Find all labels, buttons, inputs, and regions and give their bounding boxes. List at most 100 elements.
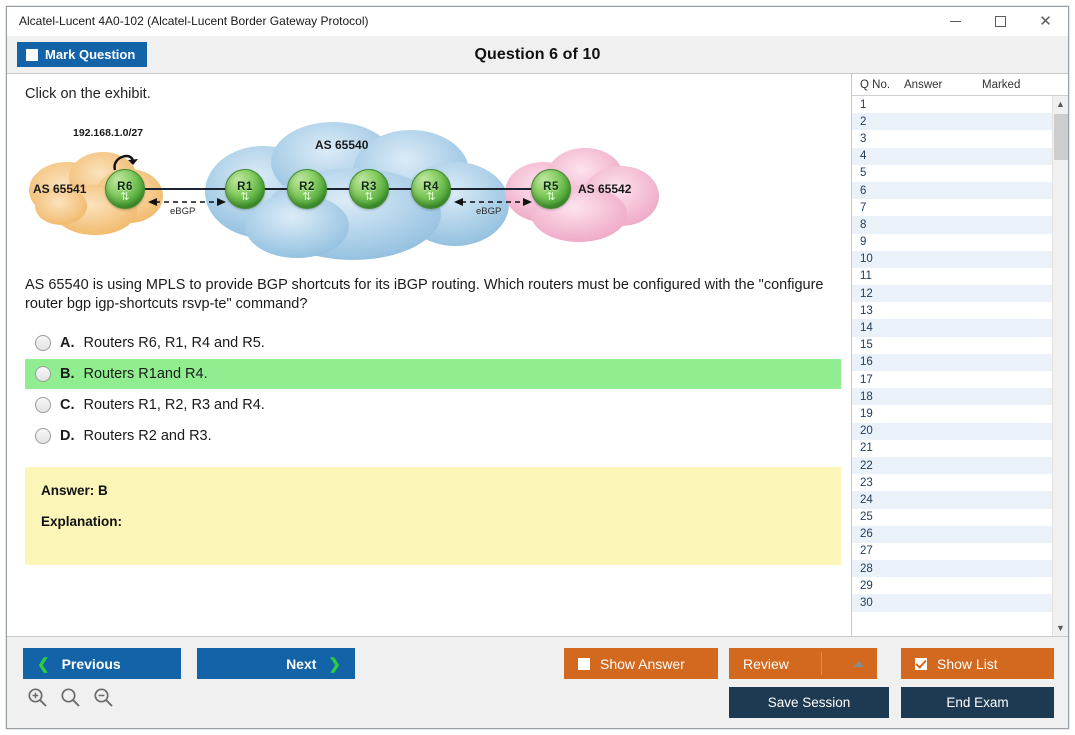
table-row[interactable]: 15 [852,337,1052,354]
option-a-radio[interactable] [35,335,51,352]
router-glyph-icon: ⇅ [120,191,130,203]
table-row[interactable]: 9 [852,234,1052,251]
option-b-radio[interactable] [35,366,51,383]
review-divider [821,652,822,675]
network-exhibit-diagram[interactable]: R6 ⇅ R1 ⇅ R2 ⇅ R3 ⇅ [25,110,665,270]
table-row[interactable]: 28 [852,560,1052,578]
show-answer-label: Show Answer [600,655,685,672]
table-row[interactable]: 6 [852,181,1052,200]
close-button[interactable]: ✕ [1023,7,1068,36]
review-label: Review [743,655,789,672]
mark-question-checkbox[interactable] [26,48,38,61]
maximize-button[interactable] [978,7,1023,36]
router-node-r2[interactable]: R2 ⇅ [287,169,327,209]
table-row[interactable]: 20 [852,422,1052,440]
table-row[interactable]: 18 [852,388,1052,406]
cell-qno: 26 [860,528,873,541]
save-session-button[interactable]: Save Session [729,687,889,718]
column-header-marked: Marked [982,78,1021,91]
table-row[interactable]: 10 [852,250,1052,268]
column-header-answer: Answer [904,78,943,91]
table-row[interactable]: 29 [852,577,1052,594]
router-node-r3[interactable]: R3 ⇅ [349,169,389,209]
router-node-r5[interactable]: R5 ⇅ [531,169,571,209]
as-label-65542: AS 65542 [578,182,632,196]
option-c-label: Routers R1, R2, R3 and R4. [83,397,265,414]
table-row[interactable]: 23 [852,474,1052,491]
router-label-r3: R3 [361,181,377,193]
table-row[interactable]: 11 [852,268,1052,285]
table-row[interactable]: 22 [852,456,1052,475]
show-answer-checkbox[interactable] [578,657,590,670]
option-d-radio[interactable] [35,428,51,445]
option-d[interactable]: D. Routers R2 and R3. [25,421,841,451]
window-controls: ✕ [933,7,1068,36]
show-answer-button[interactable]: Show Answer [564,648,718,679]
router-label-r6: R6 [117,181,133,193]
link-r6-r1 [143,188,229,190]
table-row[interactable]: 16 [852,353,1052,371]
table-row[interactable]: 24 [852,491,1052,509]
show-list-label: Show List [937,655,998,672]
option-b[interactable]: B. Routers R1and R4. [25,359,841,390]
exam-window: Alcatel-Lucent 4A0-102 (Alcatel-Lucent B… [6,6,1069,729]
option-a-letter: A. [60,335,75,352]
cell-qno: 12 [860,287,873,300]
previous-button[interactable]: ❮ Previous [23,648,181,679]
table-row[interactable]: 17 [852,371,1052,388]
cell-qno: 5 [860,167,867,180]
table-row[interactable]: 27 [852,543,1052,560]
question-list-scrollbar[interactable]: ▲ ▼ [1052,96,1068,636]
table-row[interactable]: 2 [852,113,1052,131]
question-text: AS 65540 is using MPLS to provide BGP sh… [25,277,824,313]
table-row[interactable]: 7 [852,199,1052,216]
option-c-radio[interactable] [35,397,51,414]
zoom-icon[interactable] [60,687,81,713]
router-node-r4[interactable]: R4 ⇅ [411,169,451,209]
option-b-letter: B. [60,366,75,383]
as-label-65540: AS 65540 [315,138,369,152]
option-b-label: Routers R1and R4. [83,366,208,383]
table-row[interactable]: 12 [852,285,1052,303]
table-row[interactable]: 30 [852,594,1052,612]
zoom-out-icon[interactable] [93,687,114,713]
cell-qno: 4 [860,150,867,163]
table-row[interactable]: 1 [852,96,1052,113]
option-d-letter: D. [60,428,75,445]
table-row[interactable]: 4 [852,147,1052,165]
subnet-label: 192.168.1.0/27 [73,127,144,139]
scroll-down-icon[interactable]: ▼ [1056,623,1065,633]
close-icon: ✕ [1039,12,1052,30]
end-exam-label: End Exam [946,695,1009,710]
table-row[interactable]: 13 [852,302,1052,319]
router-node-r6[interactable]: R6 ⇅ [105,169,145,209]
option-c[interactable]: C. Routers R1, R2, R3 and R4. [25,390,841,420]
router-node-r1[interactable]: R1 ⇅ [225,169,265,209]
show-list-checkbox[interactable] [915,657,927,670]
show-list-button[interactable]: Show List [901,648,1054,679]
end-exam-button[interactable]: End Exam [901,687,1054,718]
scrollbar-thumb[interactable] [1054,114,1068,160]
table-row[interactable]: 25 [852,509,1052,526]
zoom-in-icon[interactable] [27,687,48,713]
minimize-button[interactable] [933,7,978,36]
scroll-up-icon[interactable]: ▲ [1056,99,1065,109]
table-row[interactable]: 26 [852,525,1052,543]
cell-qno: 27 [860,545,873,558]
next-button[interactable]: Next ❯ [197,648,355,679]
table-row[interactable]: 19 [852,405,1052,422]
table-row[interactable]: 14 [852,319,1052,337]
table-row[interactable]: 8 [852,216,1052,234]
table-row[interactable]: 3 [852,130,1052,147]
table-row[interactable]: 5 [852,165,1052,182]
option-a[interactable]: A. Routers R6, R1, R4 and R5. [25,328,841,358]
window-title: Alcatel-Lucent 4A0-102 (Alcatel-Lucent B… [19,14,369,28]
mark-question-button[interactable]: Mark Question [17,42,148,67]
table-row[interactable]: 21 [852,440,1052,457]
option-d-label: Routers R2 and R3. [83,428,212,445]
chevron-right-icon: ❯ [328,655,341,673]
cell-qno: 20 [860,425,873,438]
review-dropdown[interactable]: Review [729,648,877,679]
cell-qno: 8 [860,218,867,231]
